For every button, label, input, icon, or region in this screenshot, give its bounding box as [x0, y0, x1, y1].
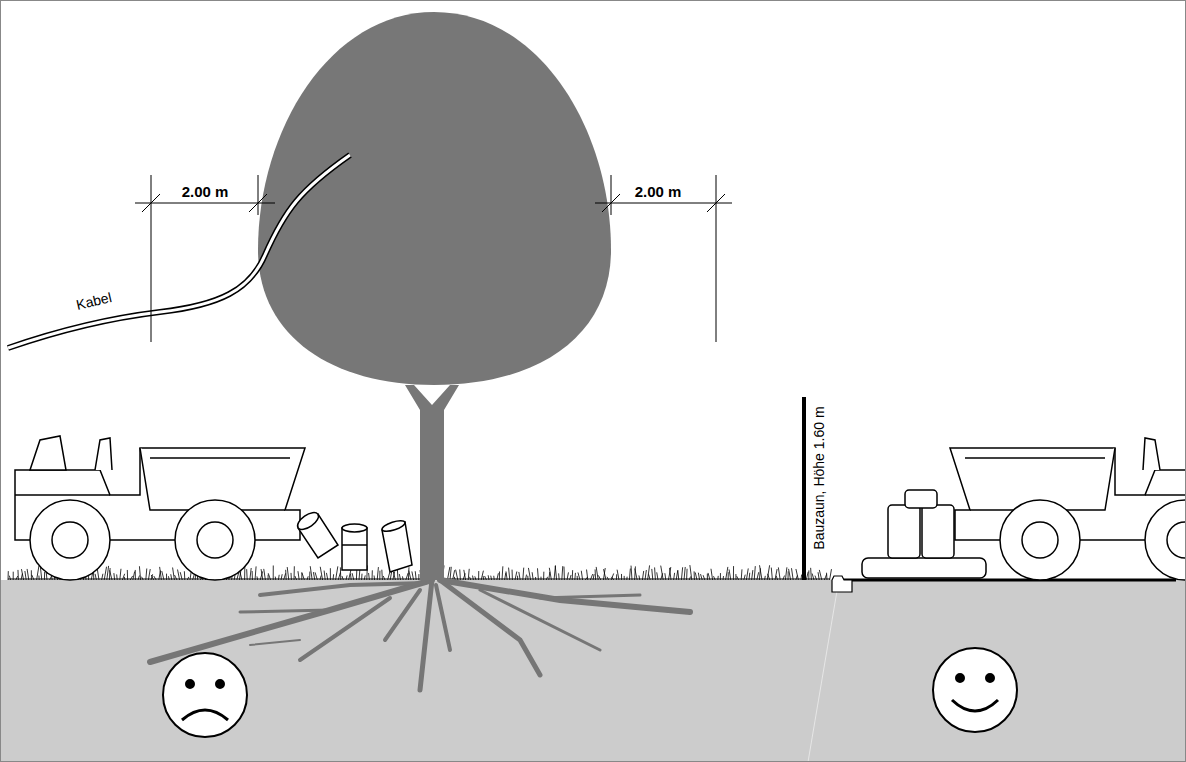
construction-fence [802, 397, 806, 580]
ground [0, 580, 1186, 762]
grass [8, 565, 831, 580]
stored-material [862, 490, 986, 578]
happy-face [933, 648, 1017, 732]
tree-trunk [405, 385, 459, 580]
dimension-label: 2.00 m [635, 183, 682, 200]
barrels-bad [295, 509, 412, 572]
cable [8, 155, 350, 348]
cable-inner [8, 155, 350, 348]
tree-canopy [258, 12, 611, 385]
dumper-right [950, 436, 1186, 580]
fence-foot [832, 576, 852, 592]
fence-label: Bauzaun, Höhe 1.60 m [811, 406, 827, 549]
dimension-label: 2.00 m [182, 183, 229, 200]
protected-surface [838, 579, 1176, 582]
dumper-left [15, 436, 305, 580]
sad-face [163, 653, 247, 737]
dimension-lines [135, 175, 732, 342]
cable-label: Kabel [75, 289, 114, 313]
ground-split [808, 585, 838, 762]
